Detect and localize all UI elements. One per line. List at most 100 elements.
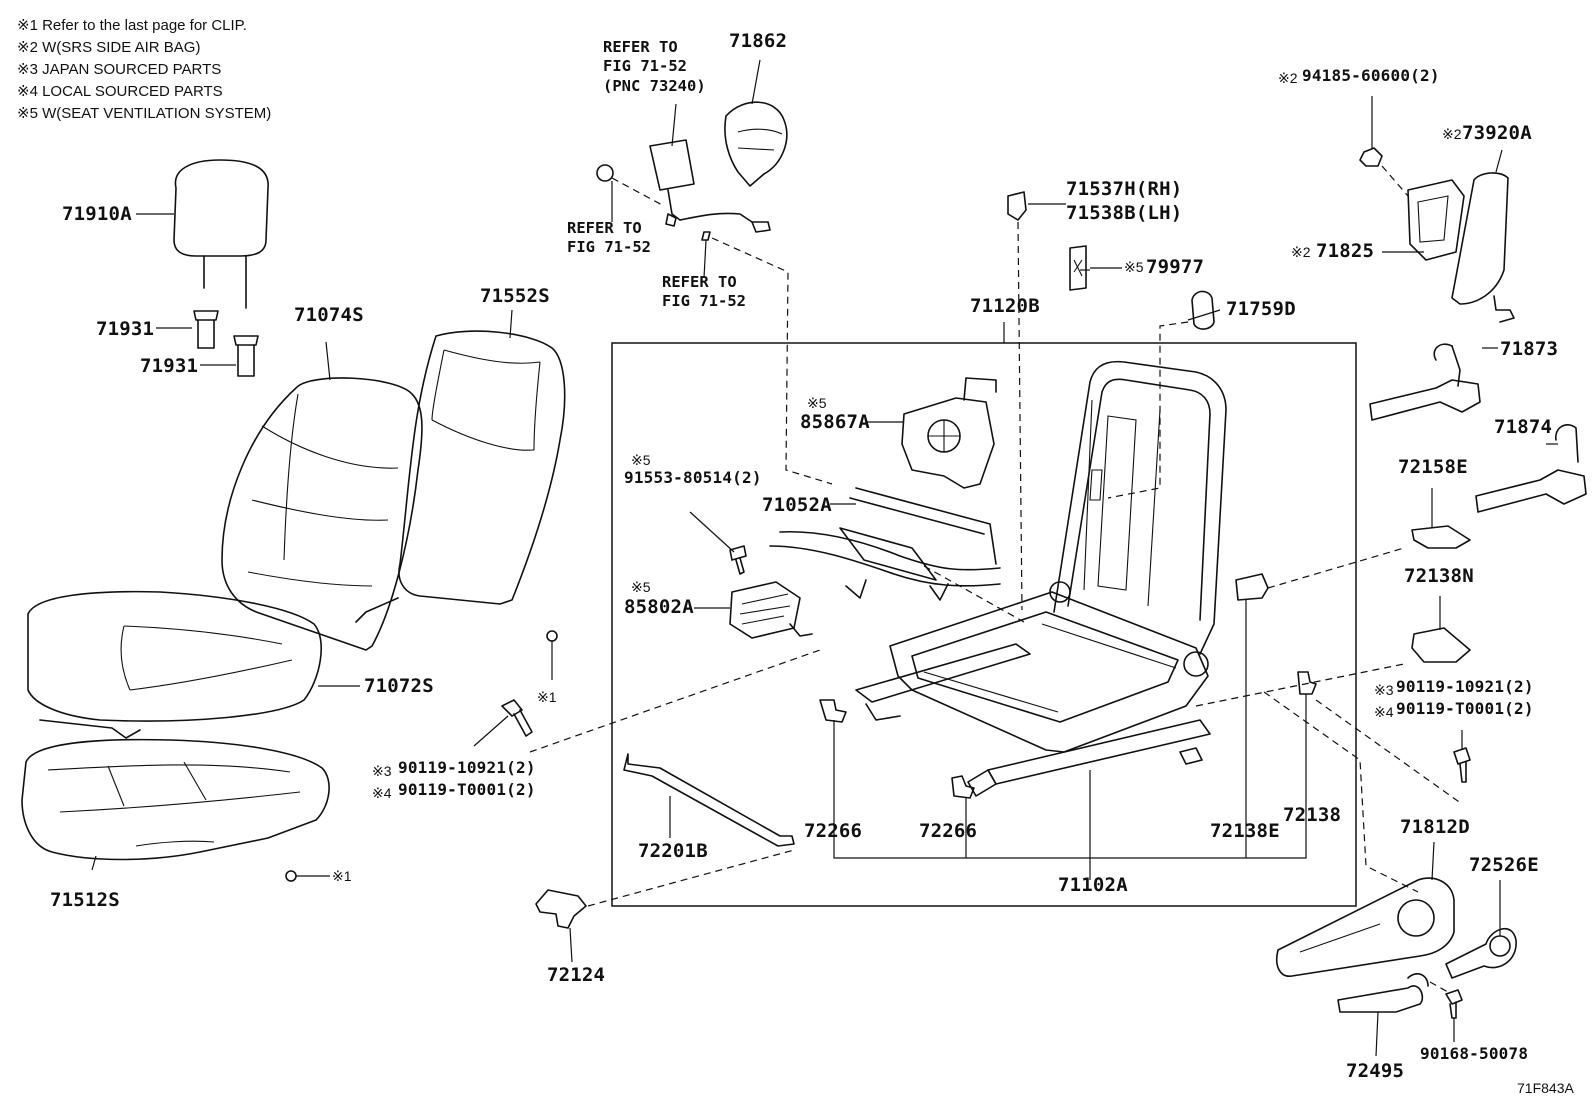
part-90119-T0001-left: 90119-T0001(2) bbox=[398, 780, 536, 799]
mark-vent-79977: ※5 bbox=[1124, 259, 1144, 275]
cover-72138N-drawing bbox=[1411, 627, 1471, 663]
part-79977: 79977 bbox=[1146, 256, 1205, 278]
ref-fig-b-line2: FIG 71-52 bbox=[662, 292, 746, 310]
bolt-drawing-left bbox=[473, 649, 821, 753]
part-71538B-LH: 71538B(LH) bbox=[1066, 202, 1183, 224]
part-90119-10921-left: 90119-10921(2) bbox=[398, 758, 536, 777]
label-79977-drawing bbox=[1069, 245, 1087, 291]
vent-unit-drawing bbox=[694, 581, 813, 639]
ref-fig-pnc-line2: FIG 71-52 bbox=[603, 57, 687, 75]
mark-clip-upper: ※1 bbox=[537, 689, 557, 705]
seatback-pad-drawing bbox=[355, 309, 566, 623]
bolt-drawing-right bbox=[1453, 747, 1471, 765]
note-seat-ventilation: ※5 W(SEAT VENTILATION SYSTEM) bbox=[17, 105, 272, 122]
part-72138E: 72138E bbox=[1210, 820, 1280, 842]
seat-cushion-cover-drawing bbox=[27, 590, 360, 739]
part-71873: 71873 bbox=[1500, 338, 1559, 360]
shield-71812D-drawing bbox=[1276, 877, 1455, 977]
part-71512S: 71512S bbox=[50, 889, 120, 911]
belt-bracket-drawing bbox=[724, 59, 788, 187]
part-72495: 72495 bbox=[1346, 1060, 1405, 1082]
part-71759D: 71759D bbox=[1226, 298, 1296, 320]
part-71931-upper: 71931 bbox=[96, 318, 155, 340]
part-72266-right: 72266 bbox=[919, 820, 978, 842]
mark-local-right: ※4 bbox=[1374, 704, 1394, 720]
cover-71759-drawing bbox=[1191, 290, 1215, 330]
mark-japan-left: ※3 bbox=[372, 763, 392, 779]
cover-72158-drawing bbox=[1411, 525, 1471, 549]
part-71537H-RH: 71537H(RH) bbox=[1066, 178, 1183, 200]
bracket-71873-drawing bbox=[1369, 379, 1481, 421]
part-85802A: 85802A bbox=[624, 596, 694, 618]
part-72526E: 72526E bbox=[1469, 854, 1539, 876]
part-72201B: 72201B bbox=[638, 840, 708, 862]
part-71052A: 71052A bbox=[762, 494, 832, 516]
buckle-drawing bbox=[596, 103, 771, 279]
airbag-73920-drawing bbox=[1451, 172, 1509, 305]
nut-94185-drawing bbox=[1359, 147, 1383, 167]
part-72266-left: 72266 bbox=[804, 820, 863, 842]
cover-72495-drawing bbox=[1337, 985, 1424, 1013]
part-72158E: 72158E bbox=[1398, 456, 1468, 478]
figure-code: 71F843A bbox=[1517, 1080, 1574, 1096]
seat-cushion-pad-drawing bbox=[21, 738, 330, 871]
screw-drawing bbox=[689, 511, 747, 575]
part-71825: 71825 bbox=[1316, 240, 1375, 262]
part-71552S: 71552S bbox=[480, 285, 550, 307]
mark-local-left: ※4 bbox=[372, 785, 392, 801]
part-71072S: 71072S bbox=[364, 675, 434, 697]
part-72138: 72138 bbox=[1283, 804, 1342, 826]
ref-fig-a-line1: REFER TO bbox=[567, 219, 642, 237]
belt-dashed-lead bbox=[711, 237, 833, 485]
part-90119-T0001-right: 90119-T0001(2) bbox=[1396, 699, 1534, 718]
part-73920A: 73920A bbox=[1462, 122, 1532, 144]
rod-drawing bbox=[623, 753, 795, 847]
headrest-guide-drawing bbox=[156, 310, 259, 377]
clip-drawing-upper bbox=[546, 630, 558, 642]
part-91553-80514: 91553-80514(2) bbox=[624, 468, 762, 487]
lever-72526E-drawing bbox=[1445, 927, 1517, 979]
mark-vent-85802A: ※5 bbox=[631, 579, 651, 595]
mark-clip-lower: ※1 bbox=[332, 868, 352, 884]
part-72138N: 72138N bbox=[1404, 565, 1474, 587]
note-local-sourced: ※4 LOCAL SOURCED PARTS bbox=[17, 83, 223, 100]
part-71812D: 71812D bbox=[1400, 816, 1470, 838]
clip-71537-drawing bbox=[1007, 191, 1027, 221]
part-71120B: 71120B bbox=[970, 295, 1040, 317]
seatback-cover-drawing bbox=[221, 341, 423, 651]
screw-90168-drawing bbox=[1445, 989, 1463, 1005]
note-srs-side-air-bag: ※2 W(SRS SIDE AIR BAG) bbox=[17, 39, 201, 56]
headrest-drawing bbox=[136, 159, 269, 309]
ref-fig-a-line2: FIG 71-52 bbox=[567, 238, 651, 256]
part-72124: 72124 bbox=[547, 964, 606, 986]
part-94185-60600: 94185-60600(2) bbox=[1302, 66, 1440, 85]
part-71874: 71874 bbox=[1494, 416, 1553, 438]
part-71074S: 71074S bbox=[294, 304, 364, 326]
bracket-71825-drawing bbox=[1407, 179, 1465, 261]
ref-fig-b-line1: REFER TO bbox=[662, 273, 737, 291]
frame-assembly-box bbox=[611, 342, 1357, 907]
seat-frame-drawing bbox=[819, 360, 1317, 799]
bracket-71874-drawing bbox=[1475, 469, 1587, 513]
clip-drawing-lower bbox=[285, 870, 297, 882]
bracket-72124-drawing bbox=[535, 849, 795, 963]
ref-fig-pnc-line3: (PNC 73240) bbox=[603, 77, 706, 95]
mark-vent-85867A: ※5 bbox=[807, 395, 827, 411]
note-clip: ※1 Refer to the last page for CLIP. bbox=[17, 17, 247, 34]
mark-srs-73920A: ※2 bbox=[1442, 126, 1462, 142]
seat-spring-drawing bbox=[769, 487, 1025, 623]
vent-fan-drawing bbox=[866, 377, 997, 489]
part-90119-10921-right: 90119-10921(2) bbox=[1396, 677, 1534, 696]
part-71862: 71862 bbox=[729, 30, 788, 52]
mark-vent-91553: ※5 bbox=[631, 452, 651, 468]
part-71931-lower: 71931 bbox=[140, 355, 199, 377]
mark-srs-94185: ※2 bbox=[1278, 70, 1298, 86]
ref-fig-pnc-line1: REFER TO bbox=[603, 38, 678, 56]
part-71910A: 71910A bbox=[62, 203, 132, 225]
part-85867A: 85867A bbox=[800, 411, 870, 433]
mark-japan-right: ※3 bbox=[1374, 682, 1394, 698]
part-71102A: 71102A bbox=[1058, 874, 1128, 896]
part-90168-50078: 90168-50078 bbox=[1420, 1044, 1529, 1063]
